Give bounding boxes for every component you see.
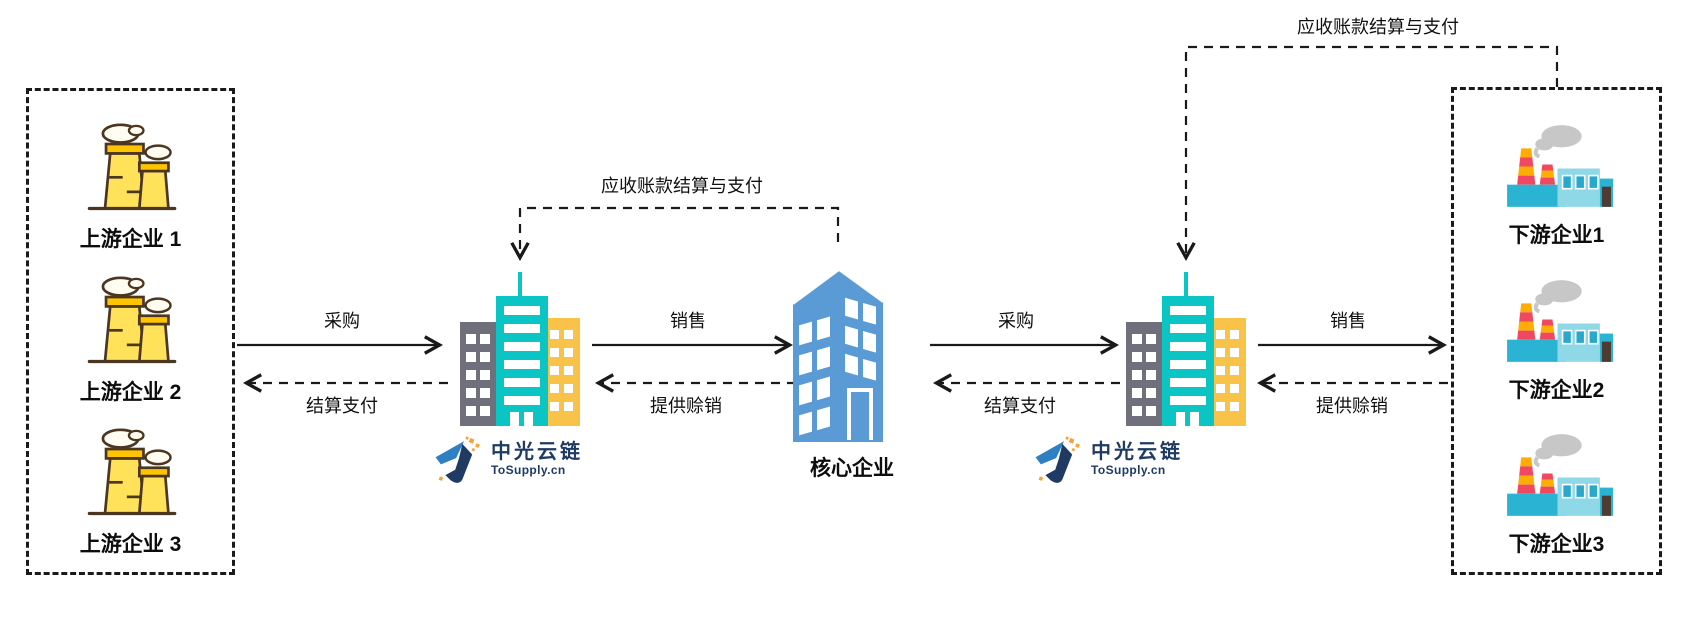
platform-logo-right: 中光云链 ToSupply.cn — [1032, 434, 1183, 484]
upstream-item-1: 上游企业 1 — [79, 121, 183, 253]
downstream-item-3: 下游企业3 — [1499, 429, 1615, 558]
upstream-group-box: 上游企业 1 上游企业 2 上游企业 3 — [26, 88, 235, 575]
logo-text: 中光云链 ToSupply.cn — [491, 441, 583, 478]
platform-building-icon-left — [452, 272, 588, 426]
flow-label-left-credit: 提供赊销 — [650, 396, 722, 416]
platform-building-icon-right — [1118, 272, 1254, 426]
flow-label-right-sale: 销售 — [1330, 311, 1366, 331]
flow-label-right-receivable: 应收账款结算与支付 — [1297, 17, 1459, 37]
flow-label-upstream-settle: 结算支付 — [306, 396, 378, 416]
downstream-label-3: 下游企业3 — [1508, 533, 1605, 556]
upstream-label-2: 上游企业 2 — [79, 380, 182, 404]
logo-domain: ToSupply.cn — [491, 462, 566, 477]
upstream-item-3: 上游企业 3 — [79, 426, 183, 558]
downstream-item-2: 下游企业2 — [1499, 275, 1615, 404]
downstream-label-1: 下游企业1 — [1508, 224, 1605, 247]
logo-mark-icon — [1032, 434, 1082, 484]
logo-name: 中光云链 — [491, 440, 583, 463]
downstream-group-box: 下游企业1 下游企业2 下游企业3 — [1451, 87, 1662, 575]
flow-label-upstream-purchase: 采购 — [324, 311, 360, 331]
logo-text: 中光云链 ToSupply.cn — [1091, 441, 1183, 478]
flow-label-left-sale: 销售 — [670, 311, 706, 331]
downstream-label-2: 下游企业2 — [1508, 378, 1605, 402]
flow-label-core-settle: 结算支付 — [984, 396, 1056, 416]
flow-label-right-credit: 提供赊销 — [1316, 396, 1388, 416]
factory-icon — [79, 426, 183, 522]
logo-domain: ToSupply.cn — [1091, 462, 1166, 477]
upstream-label-3: 上游企业 3 — [79, 533, 182, 556]
flow-label-left-receivable: 应收账款结算与支付 — [601, 176, 763, 196]
factory-icon — [79, 274, 183, 370]
factory-icon — [1499, 429, 1615, 522]
downstream-item-1: 下游企业1 — [1499, 120, 1615, 249]
upstream-label-1: 上游企业 1 — [79, 228, 182, 251]
core-building-icon — [783, 240, 895, 442]
flow-label-core-purchase: 采购 — [998, 311, 1034, 331]
logo-name: 中光云链 — [1091, 440, 1183, 463]
platform-logo-left: 中光云链 ToSupply.cn — [432, 434, 583, 484]
factory-icon — [1499, 275, 1615, 368]
upstream-item-2: 上游企业 2 — [79, 274, 183, 406]
core-enterprise-label: 核心企业 — [810, 457, 894, 480]
factory-icon — [1499, 120, 1615, 213]
logo-mark-icon — [432, 434, 482, 484]
factory-icon — [79, 121, 183, 217]
